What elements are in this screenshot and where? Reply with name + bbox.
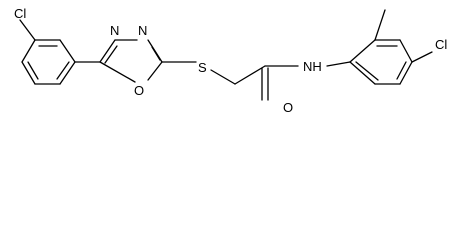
atom-label-nh: NH xyxy=(303,59,322,74)
molecule-structure: Cl N N O S NH O Cl xyxy=(14,6,447,115)
atom-label-n-ring-1: N xyxy=(110,23,119,38)
atom-label-s: S xyxy=(198,60,207,75)
atom-label-cl-left: Cl xyxy=(14,6,26,21)
atom-label-o-carbonyl: O xyxy=(283,100,293,115)
atom-label-cl-right: Cl xyxy=(435,37,447,52)
bond-lines xyxy=(19,9,433,101)
atom-label-o-ring: O xyxy=(134,83,144,98)
atom-labels: Cl N N O S NH O Cl xyxy=(14,6,447,115)
atom-label-n-ring-2: N xyxy=(138,23,147,38)
